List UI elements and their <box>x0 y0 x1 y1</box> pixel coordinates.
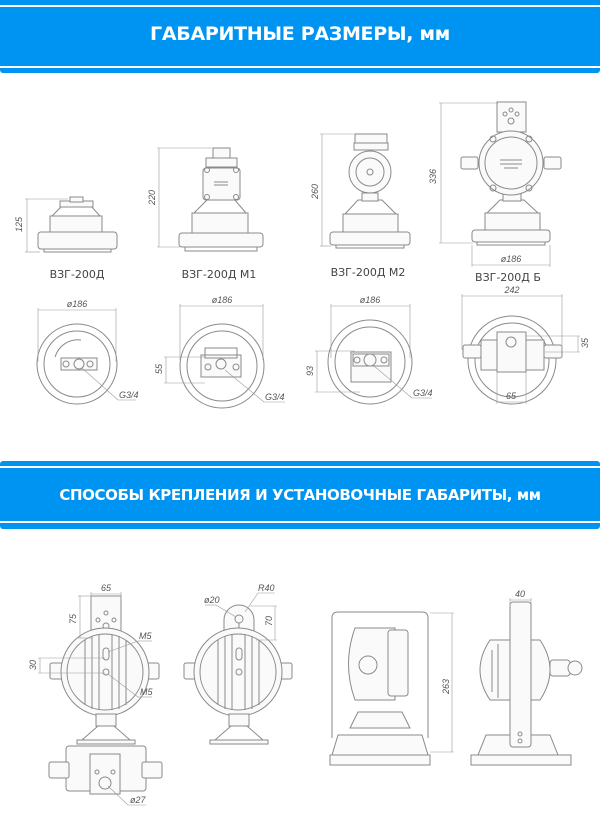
section-header-dimensions: ГАБАРИТНЫЕ РАЗМЕРЫ, мм <box>0 0 600 73</box>
header-stripe <box>0 521 600 523</box>
bolt-bottom-label: M5 <box>140 687 153 697</box>
diameter-dimension: ø186 <box>67 299 88 309</box>
mounting-view-top: ø27 <box>48 745 163 806</box>
hook-height-dimension: 70 <box>264 616 274 626</box>
frame-height-dimension: 263 <box>441 679 451 695</box>
height-dimension: 260 <box>310 184 320 200</box>
bar-width-dimension: 40 <box>515 589 525 599</box>
section-header-mounting: СПОСОБЫ КРЕПЛЕНИЯ И УСТАНОВОЧНЫЕ ГАБАРИТ… <box>0 461 600 529</box>
mounting-view-bar: 40 <box>470 589 583 766</box>
offset-dimension: 55 <box>154 363 164 374</box>
mounting-view-bracket: 65 75 M5 30 M5 <box>28 583 160 745</box>
model-label: ВЗГ-200Д Б <box>475 271 541 284</box>
top-view-3: ø186 93 G3/4 <box>305 295 433 405</box>
bracket-width-dimension: 65 <box>101 583 112 593</box>
bracket-dimension: 65 <box>506 391 517 401</box>
hole-dimension: ø20 <box>204 595 220 605</box>
thread-dimension: G3/4 <box>413 388 433 398</box>
top-view-4: 242 35 65 <box>461 285 590 405</box>
thread-dimension: G3/4 <box>119 390 139 400</box>
spacing-dimension: 30 <box>28 660 38 670</box>
section-title: СПОСОБЫ КРЕПЛЕНИЯ И УСТАНОВОЧНЫЕ ГАБАРИТ… <box>59 486 541 504</box>
offset-dimension: 35 <box>580 337 590 348</box>
top-view-2: ø186 55 G3/4 <box>154 295 285 409</box>
height-dimension: 220 <box>147 190 157 206</box>
mounting-view-frame: 263 <box>329 611 454 766</box>
height-dimension: 125 <box>14 216 24 232</box>
model-label: ВЗГ-200Д М2 <box>331 266 406 279</box>
thread-dimension: G3/4 <box>265 392 285 402</box>
radius-dimension: R40 <box>258 583 275 593</box>
height-dimension: 336 <box>428 169 438 184</box>
side-view-vzg-200d: 125 ВЗГ-200Д <box>14 196 118 281</box>
diameter-dimension: ø186 <box>501 254 522 264</box>
header-stripe <box>0 66 600 68</box>
header-stripe <box>0 466 600 468</box>
model-label: ВЗГ-200Д М1 <box>182 268 257 281</box>
mounting-view-hook: ø20 R40 70 <box>183 583 293 745</box>
offset-dimension: 93 <box>305 366 315 376</box>
side-view-vzg-200d-m2: 260 ВЗГ-200Д М2 <box>310 133 411 279</box>
side-view-vzg-200d-b: 336 ø186 ВЗГ-200Д Б <box>428 101 562 284</box>
diameter-dimension: ø186 <box>212 295 233 305</box>
section-title: ГАБАРИТНЫЕ РАЗМЕРЫ, мм <box>150 23 450 45</box>
diameter-dimension: ø186 <box>360 295 381 305</box>
model-label: ВЗГ-200Д <box>50 268 105 281</box>
side-view-vzg-200d-m1: 220 ВЗГ-200Д М1 <box>147 147 264 281</box>
width-dimension: 242 <box>503 285 519 295</box>
bracket-height-dimension: 75 <box>68 613 78 624</box>
top-view-1: ø186 G3/4 <box>36 299 139 405</box>
header-stripe <box>0 5 600 7</box>
bolt-top-label: M5 <box>139 631 152 641</box>
hole-bottom-dimension: ø27 <box>130 795 147 805</box>
